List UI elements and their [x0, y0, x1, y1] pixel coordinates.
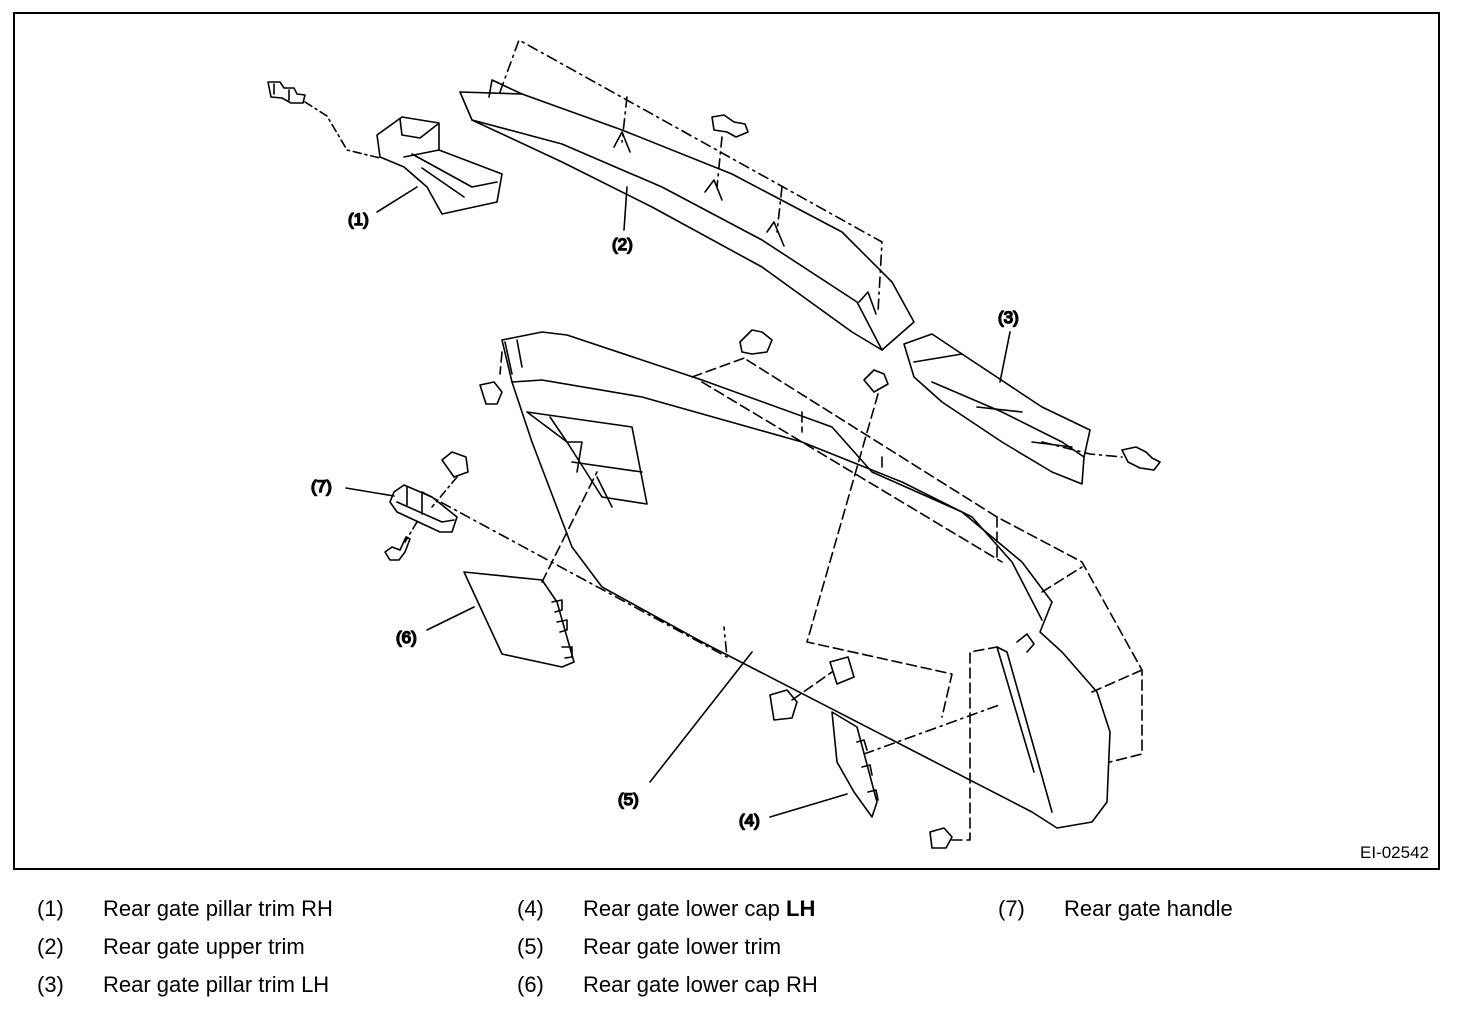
cap-part	[769, 656, 855, 721]
lower-trim-part	[501, 331, 1111, 829]
legend-number: (5)	[517, 934, 544, 959]
legend-number: (4)	[517, 896, 544, 921]
legend-label: Rear gate handle	[1064, 896, 1233, 921]
pillar-trim-lh-part	[903, 333, 1091, 485]
leader-line	[345, 487, 395, 497]
pillar-trim-rh-part	[376, 116, 503, 215]
rear-gate-handle-part	[389, 484, 458, 533]
leader-line	[376, 186, 418, 213]
exploded-parts-diagram: (1) (2) (3) (7) (6) (5) (4)	[267, 39, 1161, 849]
legend-label: Rear gate lower cap RH	[583, 972, 818, 997]
clip-part	[1121, 446, 1161, 471]
legend-label: Rear gate pillar trim RH	[103, 896, 333, 921]
callout-2: (2)	[612, 235, 633, 254]
lower-cap-rh-part	[463, 571, 575, 668]
callout-7: (7)	[311, 477, 332, 496]
legend-number: (1)	[37, 896, 64, 921]
leader-line	[623, 186, 628, 231]
legend-number: (2)	[37, 934, 64, 959]
clip-part	[479, 329, 889, 405]
legend-label: Rear gate lower trim	[583, 934, 782, 959]
leader-line	[769, 793, 848, 818]
parts-legend: (1) Rear gate pillar trim RH (2) Rear ga…	[37, 896, 1457, 1011]
leader-line	[649, 651, 753, 783]
legend-label-bold: LH	[786, 896, 816, 921]
nut-part	[441, 451, 469, 478]
lower-cap-lh-part	[831, 711, 879, 818]
clip-part	[711, 114, 749, 138]
upper-trim-part	[459, 79, 915, 351]
legend-number: (6)	[517, 972, 544, 997]
screw-part	[384, 536, 411, 561]
diagram-frame: (1) (2) (3) (7) (6) (5) (4) EI-02542	[13, 12, 1440, 870]
callout-3: (3)	[998, 308, 1019, 327]
clip-part	[267, 81, 306, 104]
legend-number: (7)	[998, 896, 1025, 921]
clip-part	[929, 827, 953, 849]
legend-label: Rear gate pillar trim LH	[103, 972, 330, 997]
leader-line	[426, 606, 475, 631]
legend-label-text: Rear gate lower cap	[583, 896, 786, 921]
figure-id: EI-02542	[1360, 843, 1429, 862]
leader-line	[999, 331, 1011, 383]
legend-label: Rear gate upper trim	[103, 934, 305, 959]
legend-number: (3)	[37, 972, 64, 997]
callout-4: (4)	[739, 811, 760, 830]
callout-1: (1)	[348, 210, 369, 229]
legend-label: Rear gate lower cap LH	[583, 896, 815, 922]
callout-6: (6)	[396, 628, 417, 647]
callout-5: (5)	[618, 790, 639, 809]
